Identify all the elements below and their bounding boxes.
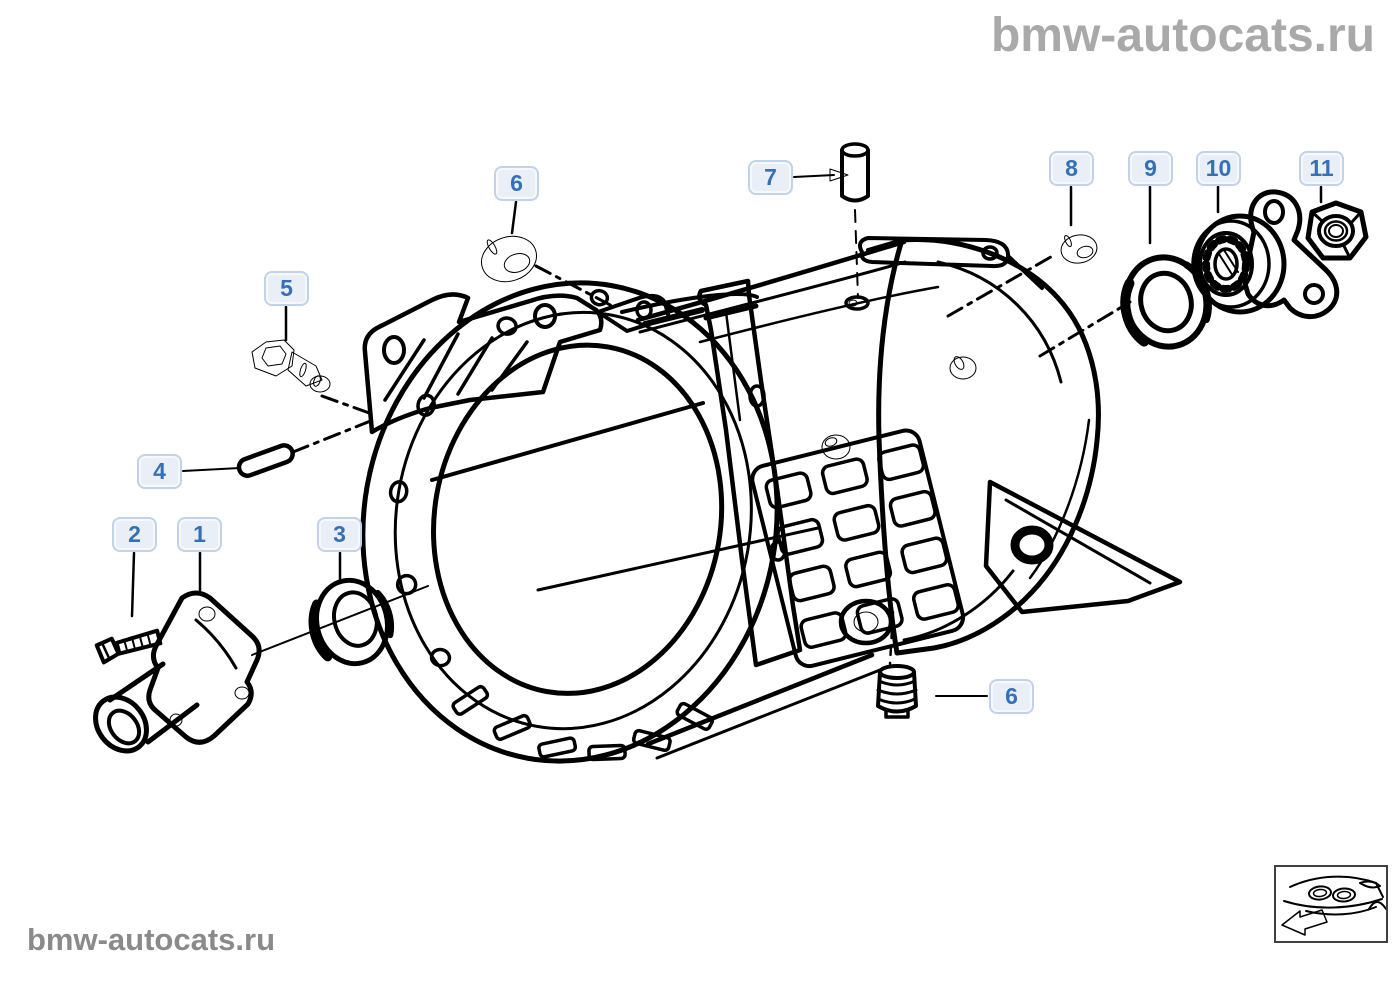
- alignment-lines: [251, 252, 1132, 656]
- bmw-front-icon: [1281, 875, 1387, 936]
- callout-9[interactable]: 9: [1128, 151, 1173, 186]
- part-6-sealing-cap: [481, 235, 537, 283]
- insertion-lines: [844, 209, 895, 666]
- leader-lines: [130, 168, 1323, 697]
- callout-8[interactable]: 8: [1049, 151, 1094, 186]
- callout-5[interactable]: 5: [264, 271, 309, 306]
- part-3-shaft-seal: [308, 577, 395, 667]
- part-5-switch: [251, 339, 331, 393]
- part-10-output-flange: [1191, 189, 1340, 319]
- case-top-arm: [620, 236, 1044, 344]
- part-4-dowel-pin: [236, 443, 295, 478]
- callout-6-bottom[interactable]: 6: [989, 679, 1034, 714]
- callout-6-top[interactable]: 6: [494, 166, 539, 201]
- top-bracket: [362, 292, 671, 435]
- callout-3[interactable]: 3: [317, 517, 362, 552]
- vehicle-orientation-box[interactable]: [1274, 865, 1388, 943]
- part-7-dowel-pin: [840, 142, 870, 203]
- part-8-sealing-cap: [1060, 234, 1098, 264]
- watermark-top: bmw-autocats.ru: [990, 9, 1375, 62]
- callout-1[interactable]: 1: [177, 517, 222, 552]
- callout-10[interactable]: 10: [1196, 151, 1241, 186]
- output-boss: [1010, 525, 1054, 565]
- bell-housing: [360, 280, 820, 764]
- part-6-screw-plug: [876, 664, 918, 719]
- callout-4[interactable]: 4: [137, 454, 182, 489]
- part-1-guide-sleeve: [93, 590, 262, 754]
- part-11-collar-nut: [1305, 200, 1369, 261]
- callout-11[interactable]: 11: [1299, 151, 1344, 186]
- tail-fin: [983, 479, 1183, 615]
- callout-2[interactable]: 2: [112, 517, 157, 552]
- callout-7[interactable]: 7: [748, 160, 793, 195]
- direction-arrow-icon: [1281, 909, 1328, 936]
- watermark-bottom: bmw-autocats.ru: [27, 922, 276, 957]
- part-2-bolt: [94, 628, 163, 665]
